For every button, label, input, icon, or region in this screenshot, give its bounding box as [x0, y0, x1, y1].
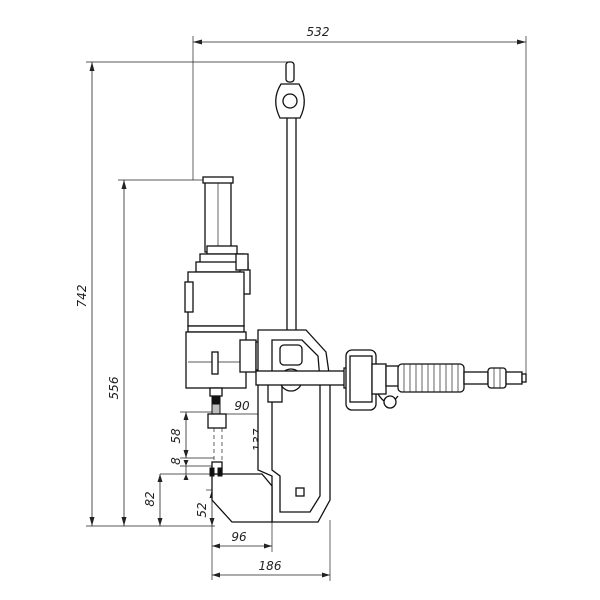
dimension-58: 58	[169, 411, 214, 459]
hose-fitting	[487, 367, 527, 389]
dimension-96-label: 96	[231, 530, 247, 544]
side-connector	[345, 349, 399, 411]
dimension-532-label: 532	[307, 25, 330, 39]
dimension-52-label: 52	[195, 502, 209, 517]
dimension-96: 96	[211, 520, 273, 580]
dimension-90-label: 90	[234, 399, 250, 413]
dimension-58-label: 58	[169, 428, 183, 444]
motor-body	[184, 271, 265, 389]
dimension-82-label: 82	[143, 491, 157, 506]
motor-column	[195, 176, 251, 295]
dimension-8-label: 8	[169, 457, 183, 465]
dimension-186: 186	[212, 520, 331, 581]
dimension-8: 8	[160, 457, 214, 480]
dimension-742-label: 742	[75, 285, 89, 308]
dimension-186-label: 186	[259, 559, 282, 573]
lower-jaw	[209, 461, 273, 523]
dimension-556: 556	[107, 179, 205, 526]
dimension-82: 82	[143, 474, 163, 526]
coiled-hose	[385, 363, 489, 393]
punch-spindle	[207, 387, 227, 474]
crossbar	[255, 367, 355, 389]
dimension-556-label: 556	[107, 376, 121, 399]
suspension-hook	[275, 61, 305, 345]
dimension-532: 532	[192, 25, 527, 380]
dimension-742: 742	[75, 61, 290, 527]
